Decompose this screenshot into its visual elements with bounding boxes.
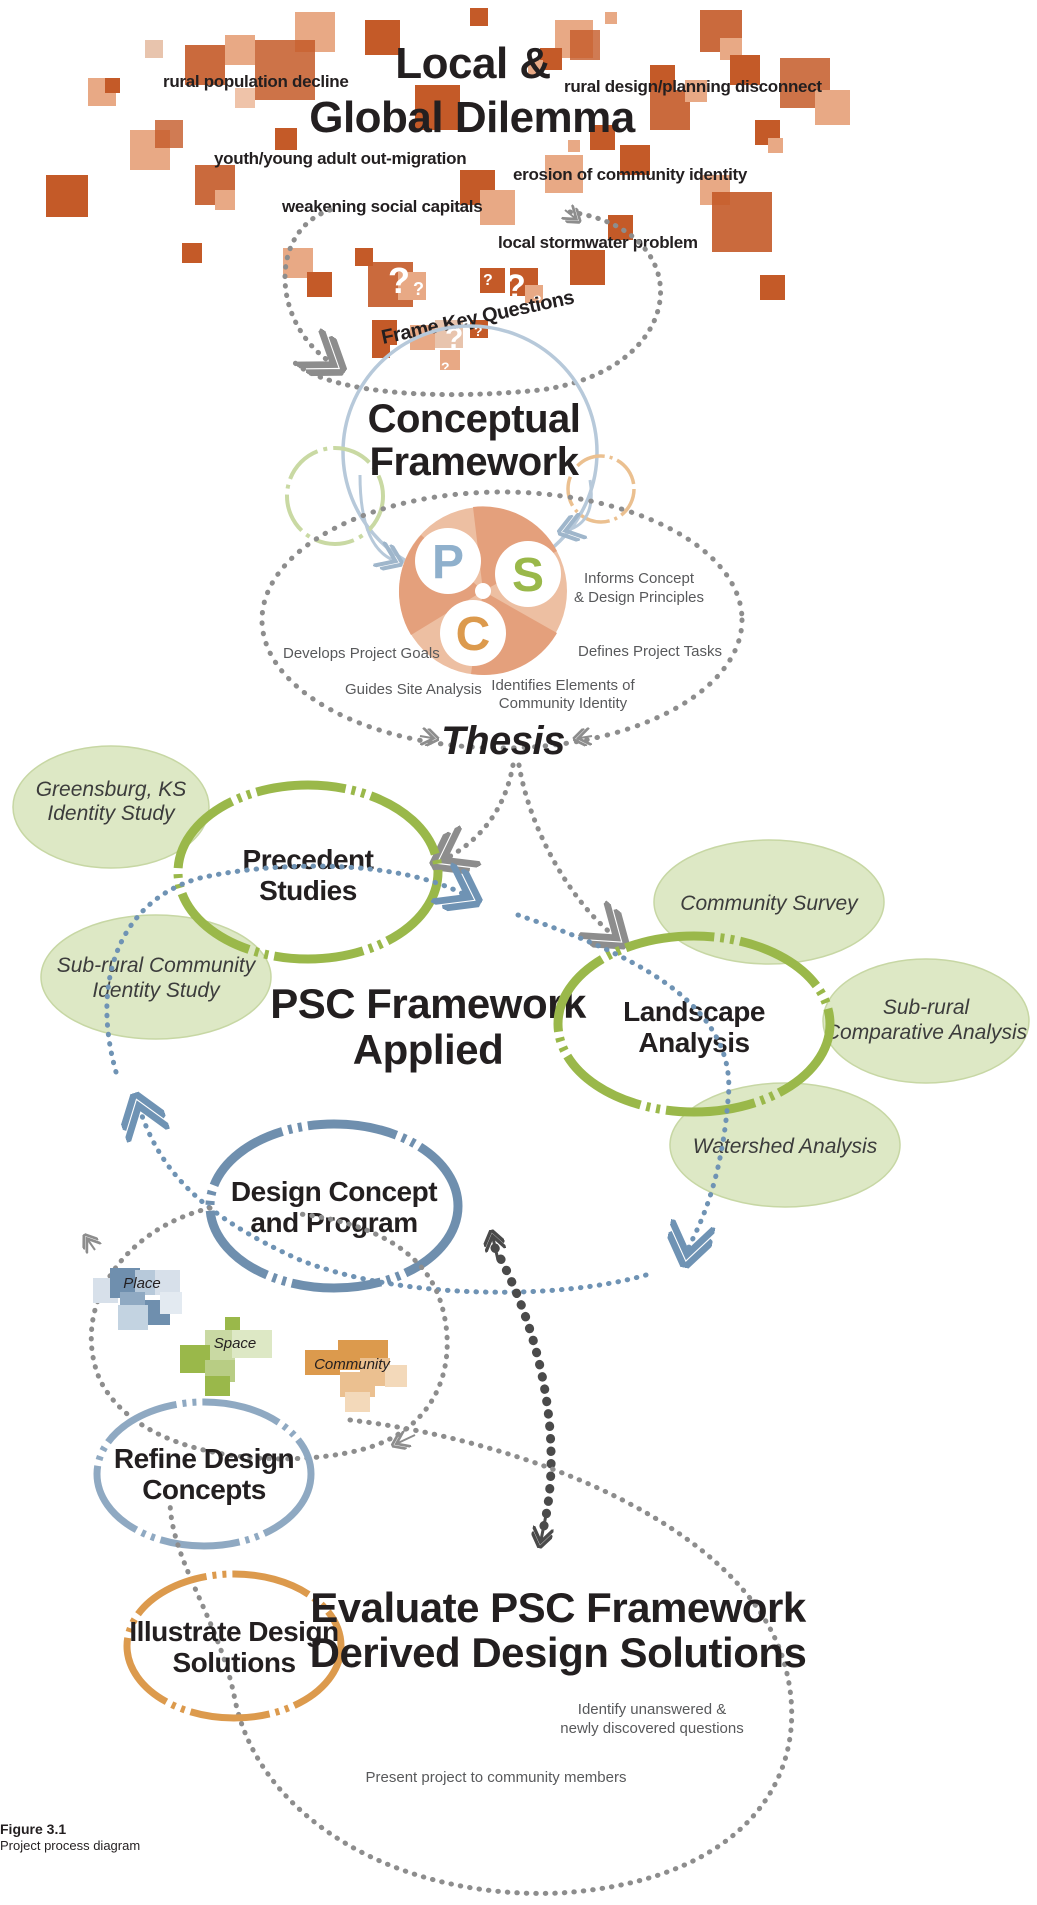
present-note: Present project to community members bbox=[366, 1769, 627, 1786]
evaluate-arrow-down bbox=[541, 1514, 546, 1540]
issue-rural-population-decline: rural population decline bbox=[163, 72, 349, 91]
figure-caption-subtitle: Project process diagram bbox=[0, 1838, 141, 1853]
question-mark-icon: ? bbox=[483, 272, 493, 289]
watershed-label: Watershed Analysis bbox=[693, 1135, 878, 1158]
comparative-line-1: Sub-rural bbox=[883, 996, 971, 1019]
psc-cycle-loop bbox=[259, 489, 745, 751]
illustrate-line-1: Illustrate Design bbox=[129, 1616, 338, 1647]
subrural-identity-oval bbox=[40, 914, 272, 1040]
question-mark-icon: ? bbox=[388, 260, 410, 301]
informs-note-line-1: Informs Concept bbox=[584, 570, 695, 587]
question-mark-icon: ? bbox=[505, 268, 526, 306]
psc-applied-line-2: Applied bbox=[353, 1026, 504, 1073]
psc-triskelion-icon: P S C bbox=[398, 506, 567, 676]
issue-youth-out-migration: youth/young adult out-migration bbox=[214, 149, 466, 168]
conceptual-framework-line-2: Framework bbox=[370, 440, 580, 484]
refine-ring bbox=[93, 1398, 315, 1550]
landscape-line-2: Analysis bbox=[638, 1027, 749, 1058]
evaluate-line-1: Evaluate PSC Framework bbox=[310, 1584, 807, 1631]
precedent-loop bbox=[104, 866, 465, 1075]
evaluate-line-2: Derived Design Solutions bbox=[310, 1629, 807, 1676]
evaluate-arrow-up bbox=[493, 1238, 498, 1261]
refine-line-1: Refine Design bbox=[114, 1443, 294, 1474]
watershed-oval bbox=[669, 1082, 901, 1208]
design-concept-line-2: and Program bbox=[250, 1207, 417, 1238]
develops-goals-note: Develops Project Goals bbox=[283, 645, 440, 662]
issue-rural-design-disconnect: rural design/planning disconnect bbox=[564, 77, 822, 96]
thesis-arrow-left bbox=[419, 736, 432, 738]
title-line-2: Global Dilemma bbox=[309, 93, 636, 142]
greensburg-line-2: Identity Study bbox=[47, 802, 176, 825]
question-marks: ? ? ? ? ? ? ? ? bbox=[388, 260, 542, 375]
conceptual-framework-line-1: Conceptual bbox=[368, 397, 581, 441]
defines-tasks-note: Defines Project Tasks bbox=[578, 643, 722, 660]
community-small-ring bbox=[566, 454, 636, 524]
refine-loop bbox=[88, 1205, 450, 1462]
framework-arrow-left bbox=[358, 474, 393, 560]
landscape-line-1: Landscape bbox=[623, 996, 765, 1027]
thesis-to-precedent-path bbox=[447, 762, 516, 858]
identifies-note-line-1: Identifies Elements of bbox=[491, 677, 635, 694]
issue-weakening-social-capitals: weakening social capitals bbox=[281, 197, 482, 216]
landscape-ring bbox=[553, 931, 835, 1117]
psc-letter-c: C bbox=[456, 608, 491, 661]
subrural-identity-line-2: Identity Study bbox=[92, 979, 221, 1002]
question-mark-icon: ? bbox=[474, 323, 483, 339]
informs-note-line-2: & Design Principles bbox=[574, 589, 704, 606]
identifies-note-line-2: Community Identity bbox=[499, 695, 628, 712]
key-questions-arrow bbox=[565, 210, 575, 218]
dilemma-squares bbox=[46, 8, 850, 370]
space-label: Space bbox=[214, 1335, 257, 1352]
psc-applied-line-1: PSC Framework bbox=[270, 980, 587, 1027]
key-questions-loop-right bbox=[289, 209, 663, 398]
thesis-to-landscape-path bbox=[516, 762, 613, 935]
refine-loop-arrow-right bbox=[398, 1435, 416, 1443]
figure-caption-title: Figure 3.1 bbox=[0, 1821, 67, 1837]
evaluate-loop bbox=[167, 1417, 795, 1896]
psc-letter-p: P bbox=[432, 536, 464, 589]
psc-letter-s: S bbox=[512, 549, 544, 602]
community-label: Community bbox=[314, 1356, 391, 1373]
identify-note-line-2: newly discovered questions bbox=[560, 1720, 743, 1737]
space-cluster-icon: Space bbox=[180, 1317, 272, 1396]
refine-line-2: Concepts bbox=[142, 1474, 266, 1505]
thesis-label: Thesis bbox=[441, 719, 565, 763]
guides-site-note: Guides Site Analysis bbox=[345, 681, 482, 698]
comparative-line-2: Comparative Analysis bbox=[825, 1021, 1028, 1044]
question-mark-icon: ? bbox=[445, 322, 463, 355]
precedent-line-1: Precedent bbox=[243, 844, 374, 875]
space-small-ring bbox=[285, 446, 385, 546]
framework-arrow-right bbox=[568, 479, 593, 530]
refine-loop-arrow-left bbox=[88, 1240, 95, 1250]
question-mark-icon: ? bbox=[441, 359, 450, 375]
precedent-line-2: Studies bbox=[259, 875, 357, 906]
place-cluster-icon: Place bbox=[93, 1268, 182, 1330]
illustrate-line-2: Solutions bbox=[172, 1647, 295, 1678]
place-label: Place bbox=[123, 1275, 161, 1292]
greensburg-line-1: Greensburg, KS bbox=[36, 778, 187, 801]
landscape-return-loop bbox=[140, 1110, 649, 1295]
community-survey-label: Community Survey bbox=[680, 892, 859, 915]
design-concept-line-1: Design Concept bbox=[231, 1176, 437, 1207]
design-concept-ring bbox=[205, 1119, 463, 1293]
landscape-loop bbox=[515, 912, 732, 1250]
issue-erosion-identity: erosion of community identity bbox=[513, 165, 748, 184]
issue-local-stormwater: local stormwater problem bbox=[498, 233, 698, 252]
question-mark-icon: ? bbox=[413, 279, 424, 299]
question-mark-icon: ? bbox=[533, 292, 542, 308]
community-cluster-icon: Community bbox=[305, 1340, 407, 1412]
comparative-oval bbox=[822, 958, 1030, 1084]
illustrate-ring bbox=[123, 1570, 345, 1722]
evaluate-dark-path bbox=[490, 1243, 556, 1535]
thesis-arrow-right bbox=[580, 736, 593, 738]
title-line-1: Local & bbox=[395, 39, 550, 88]
key-questions-loop-left bbox=[282, 207, 330, 362]
subrural-identity-line-1: Sub-rural Community bbox=[57, 954, 257, 977]
greensburg-oval bbox=[12, 745, 210, 869]
identify-note-line-1: Identify unanswered & bbox=[578, 1701, 726, 1718]
